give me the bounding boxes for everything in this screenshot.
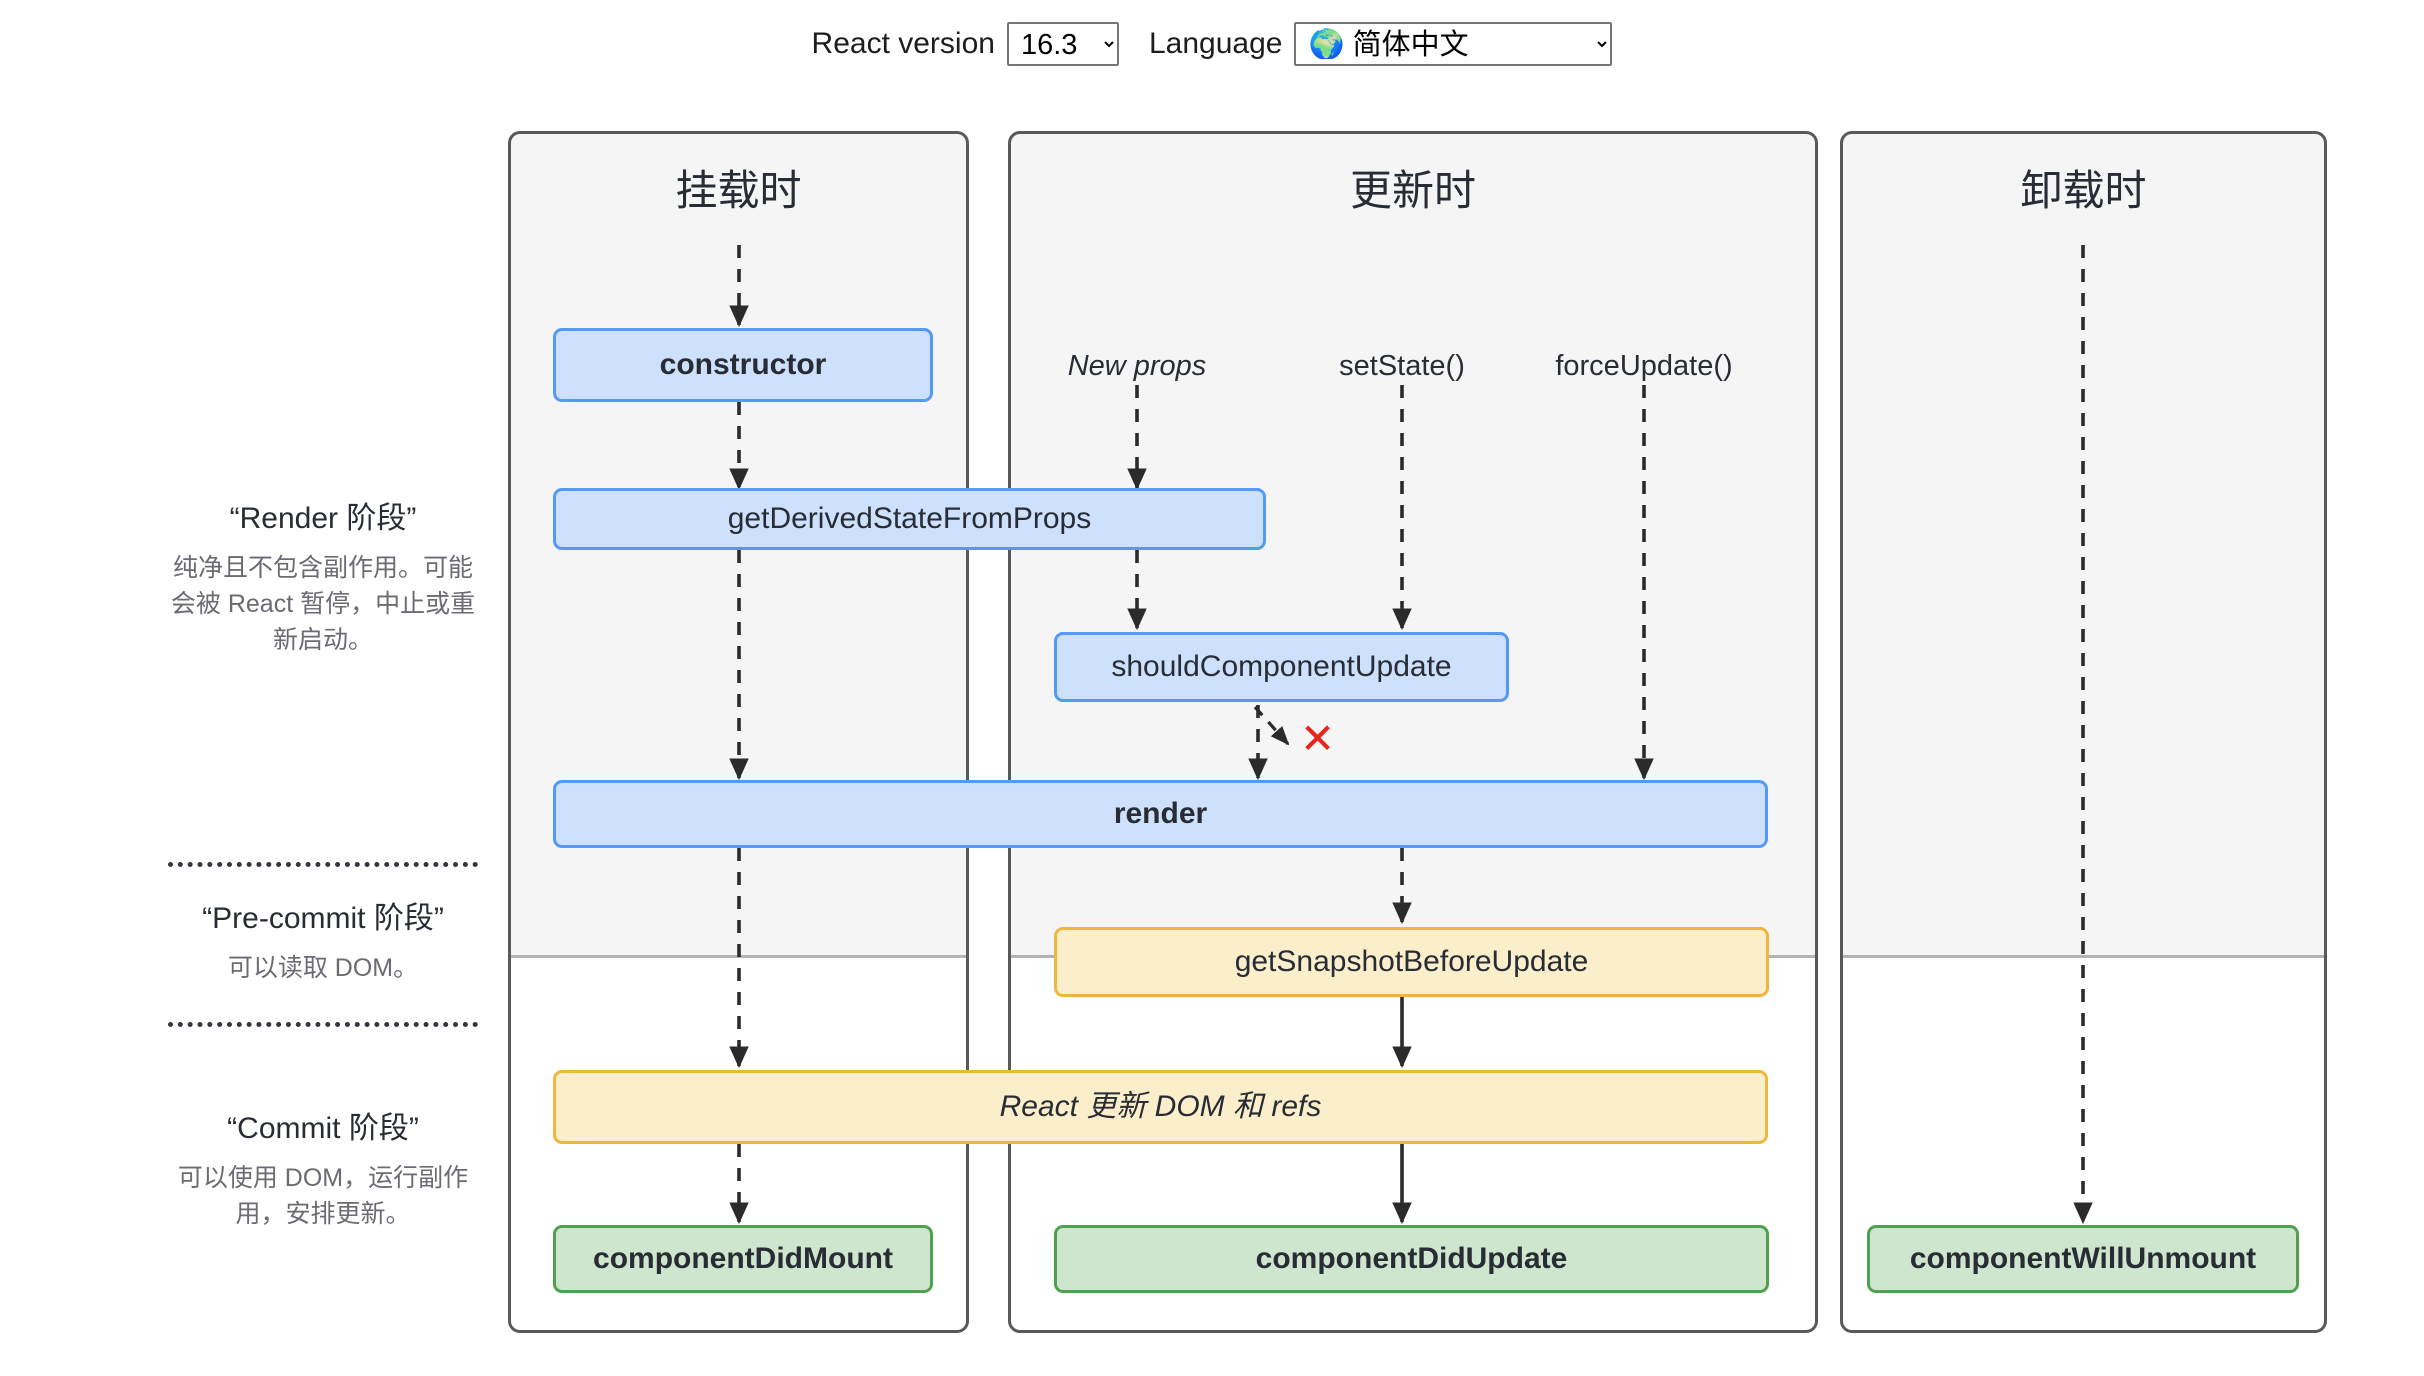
legend-pre-commit-phase: “Pre-commit 阶段” 可以读取 DOM。	[163, 900, 483, 986]
column-unmounting	[1840, 131, 2327, 1333]
node-component-will-unmount[interactable]: componentWillUnmount	[1867, 1225, 2299, 1293]
legend-desc-render: 纯净且不包含副作用。可能会被 React 暂停，中止或重新启动。	[170, 553, 476, 655]
node-get-derived-state-from-props[interactable]: getDerivedStateFromProps	[553, 488, 1266, 550]
react-version-label: React version	[811, 27, 995, 60]
legend-desc-commit: 可以使用 DOM，运行副作用，安排更新。	[177, 1163, 469, 1228]
node-component-did-update[interactable]: componentDidUpdate	[1054, 1225, 1769, 1293]
node-react-updates-dom-and-refs[interactable]: React 更新 DOM 和 refs	[553, 1070, 1768, 1144]
legend-commit-phase: “Commit 阶段” 可以使用 DOM，运行副作用，安排更新。	[163, 1110, 483, 1232]
column-mounting	[508, 131, 969, 1333]
legend-title-render: “Render 阶段”	[229, 502, 417, 535]
trigger-set-state: setState()	[1339, 350, 1465, 382]
column-title-updating: 更新时	[1349, 167, 1476, 214]
legend-rule-top	[168, 862, 478, 867]
react-version-control: React version 16.3	[812, 22, 1119, 66]
node-render[interactable]: render	[553, 780, 1768, 848]
legend-rule-bottom	[168, 1022, 478, 1027]
controls-bar: React version 16.3 Language 🌍 简体中文	[0, 22, 2424, 66]
column-title-mounting: 挂载时	[675, 167, 802, 214]
column-title-unmounting: 卸载时	[2020, 167, 2147, 214]
language-label: Language	[1148, 27, 1283, 60]
node-constructor[interactable]: constructor	[553, 328, 933, 402]
legend-desc-pre-commit: 可以读取 DOM。	[227, 953, 419, 982]
node-component-did-mount[interactable]: componentDidMount	[553, 1225, 933, 1293]
trigger-force-update: forceUpdate()	[1555, 350, 1733, 382]
bailout-x-icon: ✕	[1300, 715, 1336, 762]
react-version-select[interactable]: 16.3	[1006, 22, 1119, 66]
trigger-new-props: New props	[1067, 350, 1207, 382]
legend-title-pre-commit: “Pre-commit 阶段”	[202, 902, 444, 935]
language-select[interactable]: 🌍 简体中文	[1294, 22, 1613, 66]
node-get-snapshot-before-update[interactable]: getSnapshotBeforeUpdate	[1054, 927, 1769, 997]
node-should-component-update[interactable]: shouldComponentUpdate	[1054, 632, 1509, 702]
legend-render-phase: “Render 阶段” 纯净且不包含副作用。可能会被 React 暂停，中止或重…	[163, 500, 483, 658]
language-control: Language 🌍 简体中文	[1148, 22, 1613, 66]
legend-title-commit: “Commit 阶段”	[227, 1112, 419, 1145]
column-updating	[1008, 131, 1818, 1333]
